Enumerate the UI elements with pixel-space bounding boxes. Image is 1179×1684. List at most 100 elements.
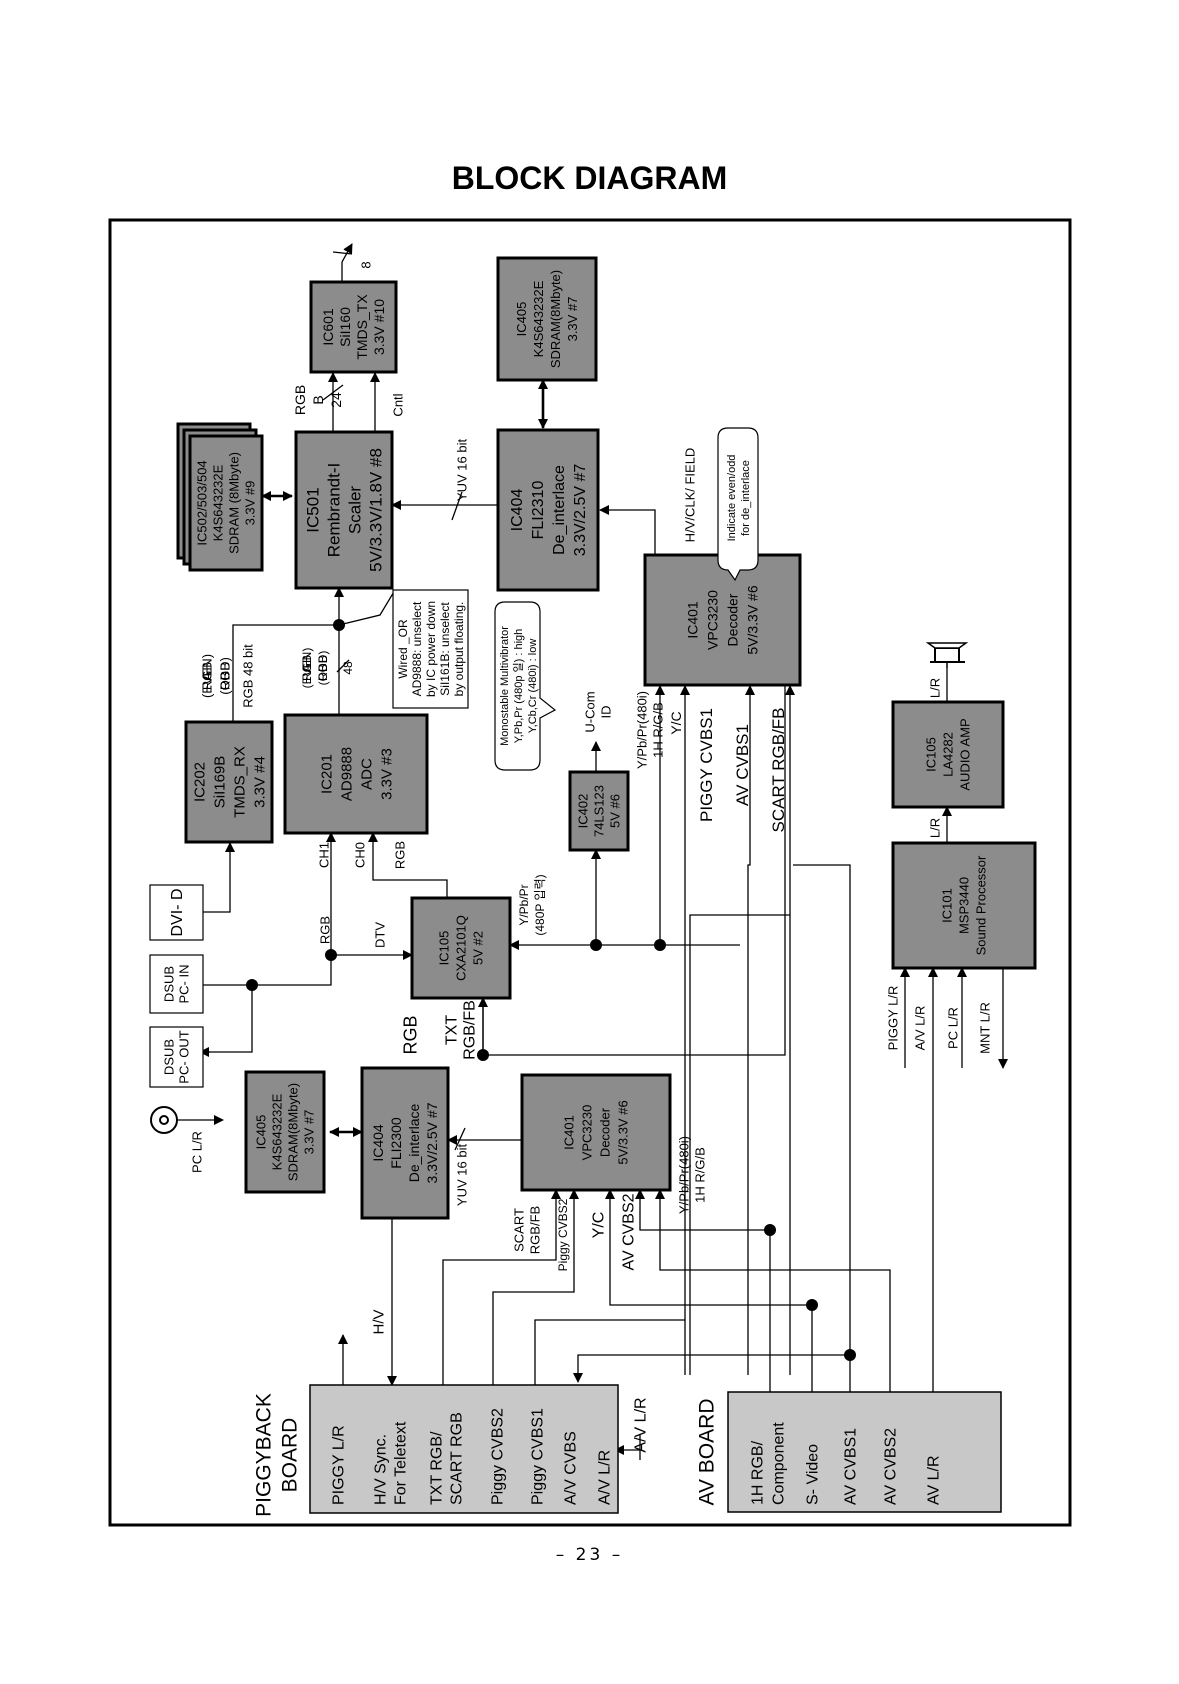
dsub-pc-in-connector: DSUBPC- IN [149, 954, 204, 1014]
lr-label: L/R [928, 678, 943, 698]
block-box [283, 713, 429, 835]
board-box [727, 1391, 1002, 1513]
rgb-label: RGB [393, 841, 408, 869]
block-box [184, 720, 274, 844]
av-item: AV CVBS2 [883, 1428, 900, 1505]
ch1-label: CH1 [317, 842, 332, 868]
n8-label: 8 [359, 261, 374, 268]
av-lr-in-label: A/V L/R [633, 1397, 650, 1452]
wires [199, 243, 1008, 1460]
piggyback-item: For Teletext [393, 1421, 410, 1505]
board-box [309, 1384, 619, 1514]
dvi-d-connector: DVI- D [149, 884, 204, 941]
piggy-lr-audio-label: PIGGY L/R [886, 986, 901, 1051]
piggyback-item: A/V L/R [597, 1450, 614, 1505]
ypbpr-480p-label: Y/Pb/Pr(480P 입력) [517, 874, 547, 935]
piggyback-item: SCART RGB [449, 1412, 466, 1505]
rgb-label: RGB [318, 916, 333, 944]
av-cvbs2-bottom-label: AV CVBS2 [621, 1193, 638, 1270]
av-item: Component [771, 1422, 788, 1505]
yc-label: Y/C [668, 711, 684, 734]
piggyback-item: A/V CVBS [563, 1431, 580, 1505]
note-text: Wired _ORAD9888: unselectby IC power dow… [396, 601, 466, 697]
n48-label: 48 [341, 661, 355, 675]
lr-label: L/R [928, 818, 943, 838]
piggy-cvbs1-label: PIGGY CVBS1 [697, 708, 716, 822]
connector-label: DSUBPC- IN [162, 965, 192, 1004]
block-ic502: IC502/503/504K4S643232ESDRAM (8Mbyte)3.3… [188, 434, 264, 572]
rgba-even-label: RGBA(EVEN) [300, 648, 314, 689]
connector-label: DSUBPC- OUT [162, 1030, 192, 1084]
av-item: AV CVBS1 [843, 1428, 860, 1505]
block-box [568, 770, 630, 852]
block-box [643, 553, 802, 687]
yuv16-bottom-label: YUV 16 bit [455, 1144, 470, 1207]
block-label: IC502/503/504K4S643232ESDRAM (8Mbyte)3.3… [195, 452, 258, 554]
ypbpr-480i-bottom-label: Y/Pb/Pr(480i)1H R/G/B [677, 1136, 708, 1214]
note-box [392, 589, 469, 709]
block-box [294, 430, 394, 590]
connector-box [149, 1026, 204, 1088]
block-box [891, 700, 1005, 809]
av-item: AV L/R [926, 1456, 943, 1506]
block-box [244, 1070, 326, 1194]
yuv16-top-label: YUV 16 bit [455, 439, 470, 502]
block-box [520, 1073, 672, 1192]
rgba-even-label: RGBA(EVEN) [200, 654, 215, 698]
ypbpr-480i-label: Y/Pb/Pr(480i)1H R/G/B [635, 691, 666, 769]
piggyback-item: H/V Sync. [373, 1434, 390, 1505]
piggyback-item: Piggy CVBS2 [490, 1408, 507, 1505]
block-box [891, 841, 1037, 970]
block-ic402: IC40274LS1235V #6 [568, 770, 630, 852]
page-number: – 23 – [555, 1545, 624, 1565]
block-label: IC601SiI160TMDS_TX3.3V #10 [320, 294, 387, 360]
block-ic601: IC601SiI160TMDS_TX3.3V #10 [309, 280, 398, 374]
block-box [188, 434, 264, 572]
av-lr-audio-label: A/V L/R [913, 1006, 928, 1051]
ch0-label: CH0 [353, 842, 368, 868]
txt-rgbfb-label: TXTRGB/FB [444, 1000, 479, 1060]
av-title: AV BOARD [695, 1399, 718, 1506]
block-label: IC40274LS1235V #6 [576, 785, 623, 837]
av-cvbs1-label: AV CVBS1 [733, 724, 752, 806]
block-box [360, 1066, 450, 1220]
connector-box [149, 884, 204, 941]
connector-label: DVI- D [169, 889, 186, 937]
diagram-frame [108, 218, 1072, 1527]
hv-label: H/V [370, 1309, 387, 1334]
piggyback-item: PIGGY L/R [331, 1425, 348, 1505]
block-box [410, 896, 512, 1000]
ucom-id-label: U-ComID [583, 691, 614, 732]
yc-bottom-label: Y/C [591, 1212, 608, 1239]
rgbb-odd-label: RGBB(ODD) [218, 657, 233, 695]
pc-lr-audio-label: PC L/R [946, 1007, 961, 1049]
piggyback-item: TXT RGB/ [429, 1431, 446, 1505]
wired-or-note: Wired _ORAD9888: unselectby IC power dow… [392, 589, 469, 709]
scart-rgbfb-label: SCART RGB/FB [769, 707, 788, 832]
dtv-label: DTV [373, 922, 388, 948]
